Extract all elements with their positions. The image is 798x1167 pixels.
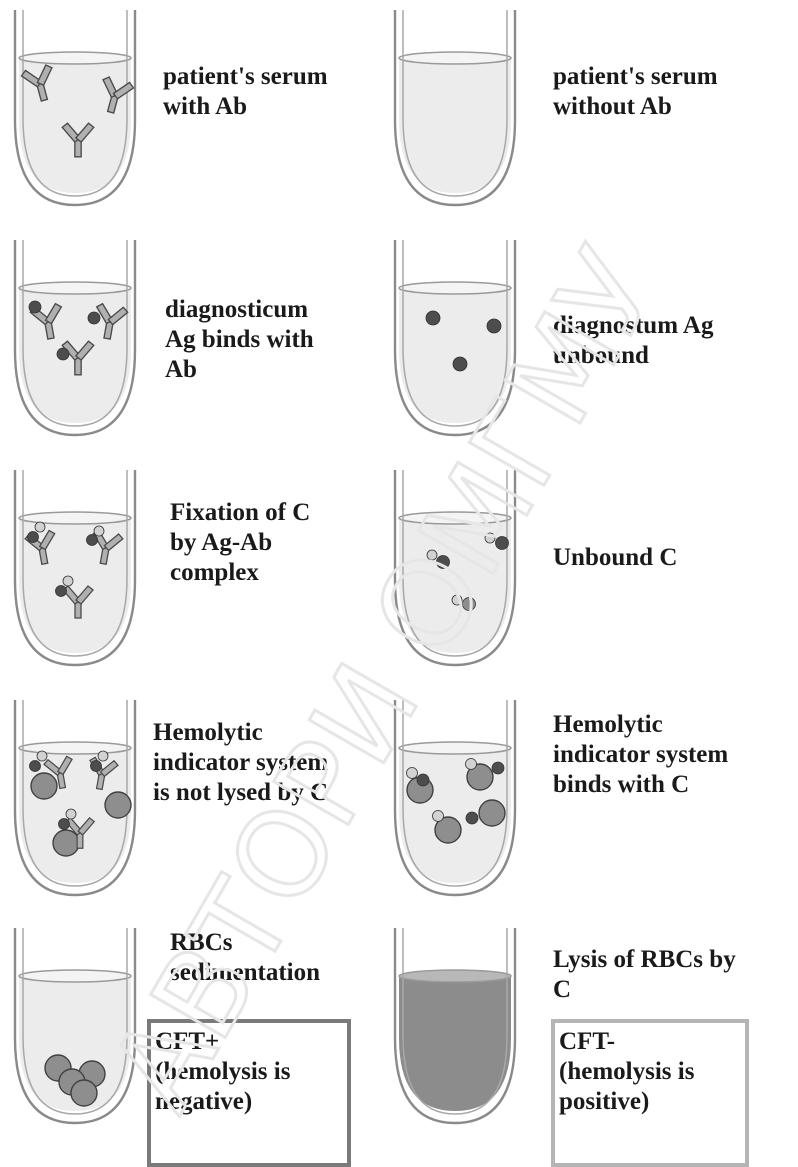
antigen-icon	[466, 812, 478, 824]
antigen-icon	[487, 319, 501, 333]
antigen-icon	[88, 312, 100, 324]
complement-icon	[466, 759, 477, 770]
antigen-icon	[492, 762, 504, 774]
complement-icon	[485, 533, 495, 543]
antibody-stem	[75, 602, 81, 618]
complement-icon	[37, 751, 47, 761]
red-blood-cell-icon	[71, 1080, 97, 1106]
tube-meniscus	[399, 970, 511, 982]
antigen-icon	[463, 598, 476, 611]
label-unbound-c: Unbound C	[553, 543, 677, 573]
antibody-stem	[75, 358, 81, 375]
antigen-icon	[59, 819, 70, 830]
red-blood-cell-icon	[53, 830, 79, 856]
antigen-icon	[57, 348, 69, 360]
complement-icon	[427, 550, 437, 560]
complement-icon	[407, 768, 418, 779]
complement-icon	[66, 809, 76, 819]
tube-meniscus	[399, 742, 511, 754]
antibody-stem	[77, 833, 83, 848]
antigen-icon	[28, 532, 39, 543]
tube-meniscus	[19, 970, 131, 982]
complement-icon	[452, 595, 462, 605]
red-blood-cell-icon	[31, 773, 57, 799]
tube-serum-with-ab	[15, 10, 135, 205]
antigen-icon	[426, 311, 440, 325]
antigen-icon	[417, 774, 429, 786]
red-blood-cell-icon	[105, 792, 131, 818]
antigen-icon	[437, 556, 450, 569]
tube-meniscus	[19, 512, 131, 524]
tube-meniscus	[399, 282, 511, 294]
red-blood-cell-icon	[479, 800, 505, 826]
tube-meniscus	[19, 52, 131, 64]
tube-ag-binds-ab	[15, 240, 135, 435]
antigen-icon	[453, 357, 467, 371]
tube-unbound-complement	[395, 470, 515, 665]
complement-icon	[63, 576, 73, 586]
antigen-icon	[91, 761, 102, 772]
antigen-icon	[87, 535, 98, 546]
tube-liquid	[399, 288, 511, 423]
tube-meniscus	[19, 282, 131, 294]
tube-serum-without-ab	[395, 10, 515, 205]
tube-meniscus	[19, 742, 131, 754]
complement-icon	[94, 526, 104, 536]
tube-meniscus	[399, 52, 511, 64]
tube-ag-unbound	[395, 240, 515, 435]
complement-icon	[433, 811, 444, 822]
complement-icon	[98, 751, 108, 761]
tube-meniscus	[399, 512, 511, 524]
tube-liquid	[399, 976, 511, 1111]
antigen-icon	[30, 761, 41, 772]
tube-complement-fixation	[15, 470, 135, 665]
antibody-stem	[75, 140, 81, 157]
antigen-icon	[496, 537, 509, 550]
tube-lysed	[395, 928, 515, 1123]
antigen-icon	[56, 586, 67, 597]
antigen-icon	[29, 301, 41, 313]
label-ag-binds-ab: diagnosticumAg binds withAb	[165, 295, 314, 385]
complement-icon	[35, 522, 45, 532]
tube-liquid	[399, 58, 511, 193]
